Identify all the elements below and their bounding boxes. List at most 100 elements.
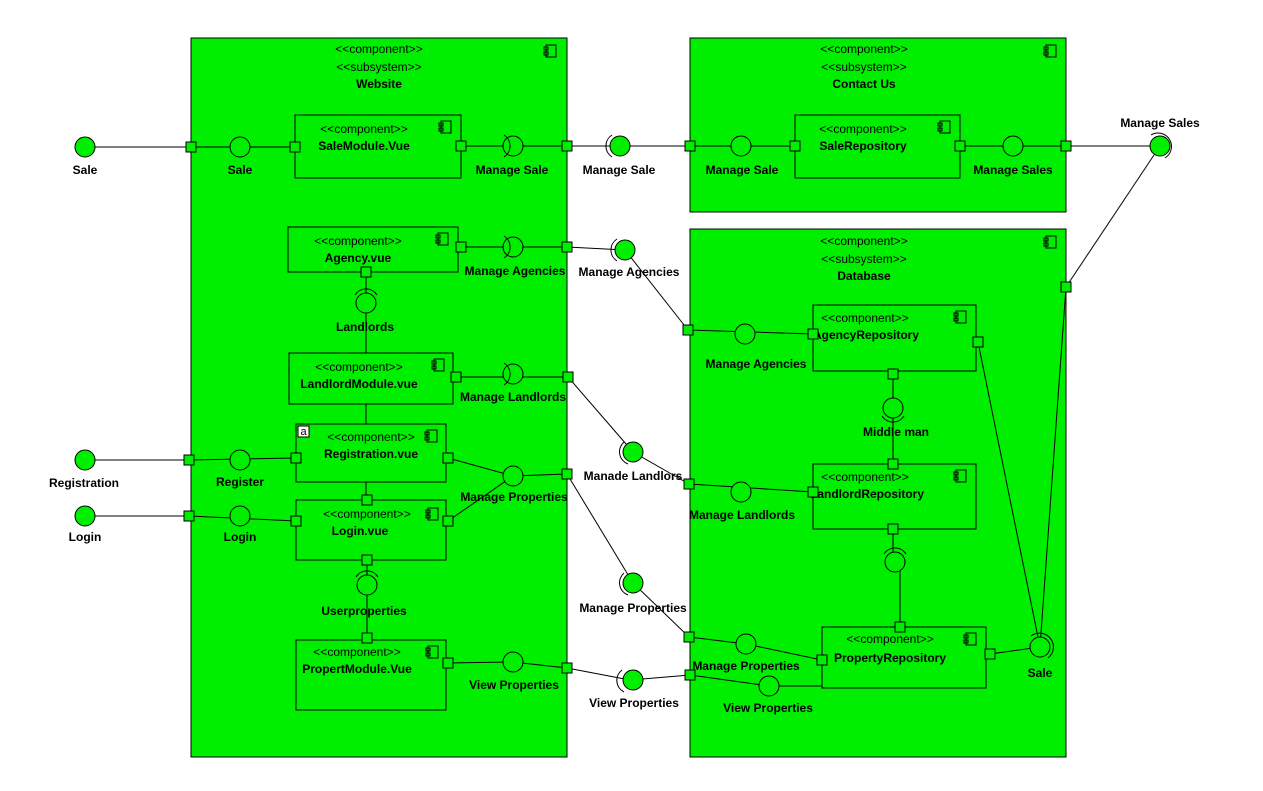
component-name: PropertModule.Vue — [302, 662, 412, 676]
provided-interface — [730, 135, 752, 157]
component-name: Registration.vue — [324, 447, 418, 461]
required-interface — [1150, 132, 1172, 159]
stereotype-label: <<subsystem>> — [336, 60, 421, 74]
component-landlordrepository[interactable]: <<component>> LandlordRepository — [810, 463, 977, 530]
required-interface — [619, 441, 629, 465]
port — [683, 631, 695, 643]
component-name: Agency.vue — [325, 251, 392, 265]
provided-interface — [502, 135, 524, 157]
component-name: AgencyRepository — [813, 328, 919, 342]
provided-interface — [355, 292, 377, 314]
label-manage-landlords-web: Manage Landlords — [460, 390, 566, 404]
provided-interface — [1149, 135, 1171, 157]
provided-interface — [1002, 135, 1024, 157]
component-name: SaleRepository — [819, 139, 907, 153]
label-view-properties-mid: View Properties — [589, 696, 679, 710]
label-manage-landlords-db: Manage Landlords — [689, 508, 795, 522]
port — [442, 452, 454, 464]
label-manage-properties-db: Manage Properties — [692, 659, 800, 673]
stereotype-label: <<subsystem>> — [821, 252, 906, 266]
component-login[interactable]: <<component>> Login.vue — [295, 499, 447, 561]
provided-interface — [502, 236, 524, 258]
stereotype-label: <<component>> — [314, 234, 401, 248]
component-agencyrepository[interactable]: <<component>> AgencyRepository — [812, 304, 977, 372]
provided-interface — [614, 239, 636, 261]
port — [450, 371, 462, 383]
port — [561, 468, 573, 480]
component-agency[interactable]: <<component>> Agency.vue — [287, 226, 459, 273]
component-propertyrepository[interactable]: <<component>> PropertyRepository — [821, 626, 987, 689]
port — [789, 140, 801, 152]
stereotype-label: <<component>> — [821, 470, 908, 484]
label-sale-ext: Sale — [73, 163, 98, 177]
component-icon — [543, 44, 557, 58]
component-icon — [953, 310, 967, 324]
label-register: Register — [216, 475, 264, 489]
provided-interface — [502, 363, 524, 385]
port — [360, 266, 372, 278]
provided-interface — [74, 449, 96, 471]
port — [442, 657, 454, 669]
interface-labels: Sale Registration Login Sale Register Lo… — [49, 116, 1200, 715]
required-interface — [610, 238, 618, 262]
provided-interface — [1029, 636, 1051, 658]
port — [561, 662, 573, 674]
provided-interface — [884, 551, 906, 573]
component-icon — [1043, 44, 1057, 58]
provided-interface — [229, 136, 251, 158]
component-salerepository[interactable]: <<component>> SaleRepository — [794, 114, 961, 179]
stereotype-label: <<component>> — [846, 632, 933, 646]
provided-interface — [622, 669, 644, 691]
component-icon — [1043, 235, 1057, 249]
provided-interface — [502, 651, 524, 673]
provided-interface — [356, 574, 378, 596]
component-name: LandlordModule.vue — [300, 377, 418, 391]
port — [887, 458, 899, 470]
component-icon — [425, 645, 439, 659]
port — [682, 324, 694, 336]
component-landlordmodule[interactable]: <<component>> LandlordModule.vue — [288, 352, 454, 405]
provided-interfaces — [74, 135, 1171, 697]
port — [562, 371, 574, 383]
port — [455, 140, 467, 152]
port — [683, 478, 695, 490]
stereotype-label: <<component>> — [820, 234, 907, 248]
component-icon — [438, 120, 452, 134]
label-landlords: Landlords — [336, 320, 394, 334]
label-manage-sale-contact: Manage Sale — [706, 163, 779, 177]
port — [887, 523, 899, 535]
component-icon — [424, 429, 438, 443]
provided-interface — [609, 135, 631, 157]
port — [984, 648, 996, 660]
note-mark-label: a — [300, 426, 307, 438]
port — [455, 241, 467, 253]
required-interface — [605, 134, 613, 158]
required-interface — [503, 235, 511, 259]
provided-interface — [730, 481, 752, 503]
required-interface — [354, 288, 378, 296]
component-propertmodule[interactable]: <<component>> PropertModule.Vue — [295, 639, 447, 711]
component-registration[interactable]: a <<component>> Registration.vue — [295, 423, 447, 483]
port — [289, 141, 301, 153]
port — [972, 336, 984, 348]
port — [361, 554, 373, 566]
required-interface — [503, 134, 511, 158]
port — [561, 140, 573, 152]
label-manage-sales-ext: Manage Sales — [1120, 116, 1200, 130]
component-name: LandlordRepository — [810, 487, 924, 501]
stereotype-label: <<component>> — [335, 42, 422, 56]
port — [442, 515, 454, 527]
required-interface — [1030, 632, 1054, 659]
component-salemodule[interactable]: <<component>> SaleModule.Vue — [294, 114, 462, 179]
label-view-properties-db: View Properties — [723, 701, 813, 715]
required-interfaces — [354, 132, 1172, 693]
label-manage-properties-web: Manage Properties — [460, 490, 568, 504]
port — [807, 328, 819, 340]
provided-interface — [74, 505, 96, 527]
label-manade-landlors-mid: Manade Landlors — [584, 469, 683, 483]
stereotype-label: <<subsystem>> — [821, 60, 906, 74]
provided-interface — [734, 323, 756, 345]
port — [887, 368, 899, 380]
stereotype-label: <<component>> — [323, 507, 410, 521]
